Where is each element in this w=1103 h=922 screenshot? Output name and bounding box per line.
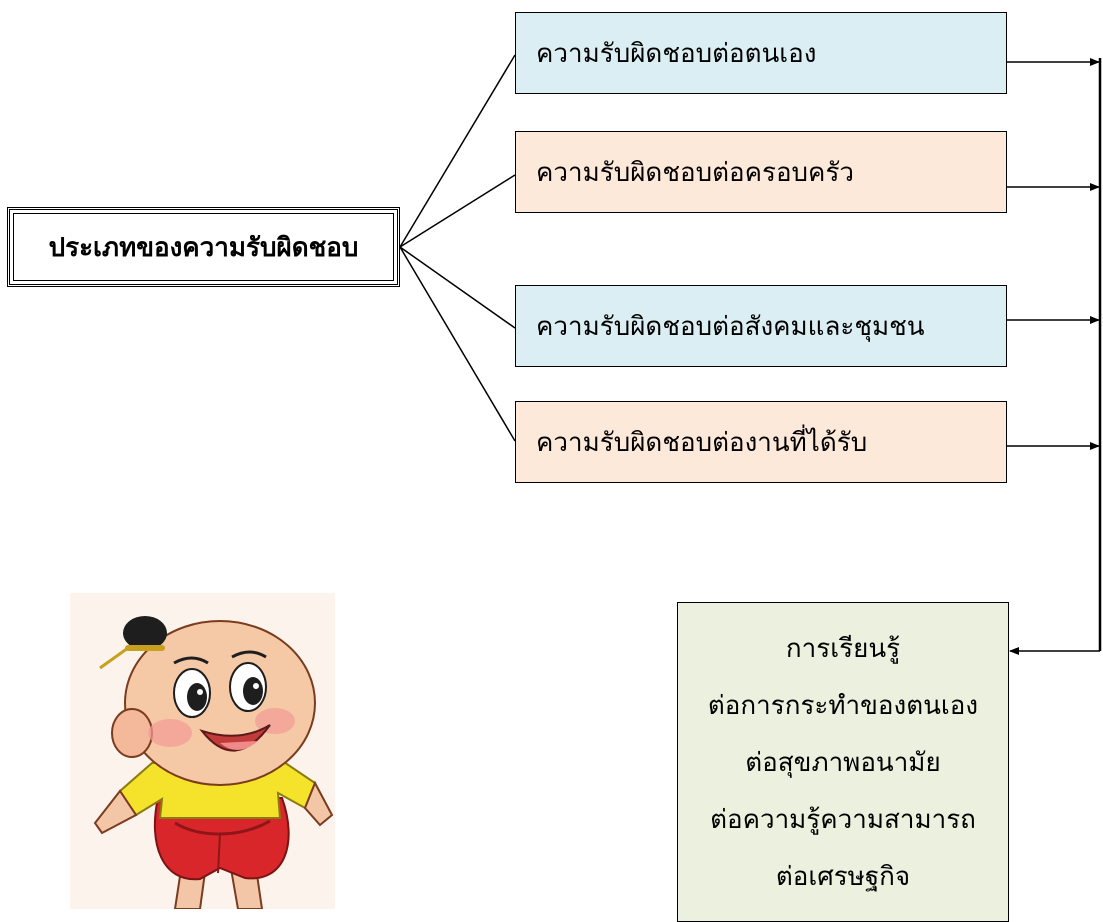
- category-society-label: ความรับผิดชอบต่อสังคมและชุมชน: [536, 311, 925, 342]
- category-self-label: ความรับผิดชอบต่อตนเอง: [536, 38, 817, 69]
- root-node-label: ประเภทของความรับผิดชอบ: [48, 232, 359, 263]
- connector-root-to-cat-2: [399, 174, 516, 248]
- category-family-label: ความรับผิดชอบต่อครอบครัว: [536, 157, 855, 188]
- category-work-label: ความรับผิดชอบต่องานที่ได้รับ: [536, 427, 868, 458]
- category-work: ความรับผิดชอบต่องานที่ได้รับ: [515, 401, 1007, 483]
- result-line-2: ต่อการกระทำของตนเอง: [707, 691, 979, 721]
- result-line-1: การเรียนรู้: [785, 634, 901, 664]
- connector-root-to-cat-1: [399, 54, 516, 248]
- category-self: ความรับผิดชอบต่อตนเอง: [515, 12, 1007, 94]
- root-node: ประเภทของความรับผิดชอบ: [7, 207, 400, 287]
- connector-root-to-cat-3: [399, 246, 516, 329]
- root-node-inner-border: [13, 213, 394, 281]
- category-family: ความรับผิดชอบต่อครอบครัว: [515, 131, 1007, 213]
- category-society: ความรับผิดชอบต่อสังคมและชุมชน: [515, 285, 1007, 367]
- result-line-4: ต่อความรู้ความสามารถ: [710, 805, 976, 835]
- result-line-5: ต่อเศรษฐกิจ: [775, 862, 911, 892]
- connector-root-to-cat-4: [399, 246, 516, 442]
- thai-boy-cartoon-icon: [70, 593, 335, 909]
- result-line-3: ต่อสุขภาพอนามัย: [745, 748, 941, 778]
- result-node: การเรียนรู้ ต่อการกระทำของตนเอง ต่อสุขภา…: [677, 602, 1009, 922]
